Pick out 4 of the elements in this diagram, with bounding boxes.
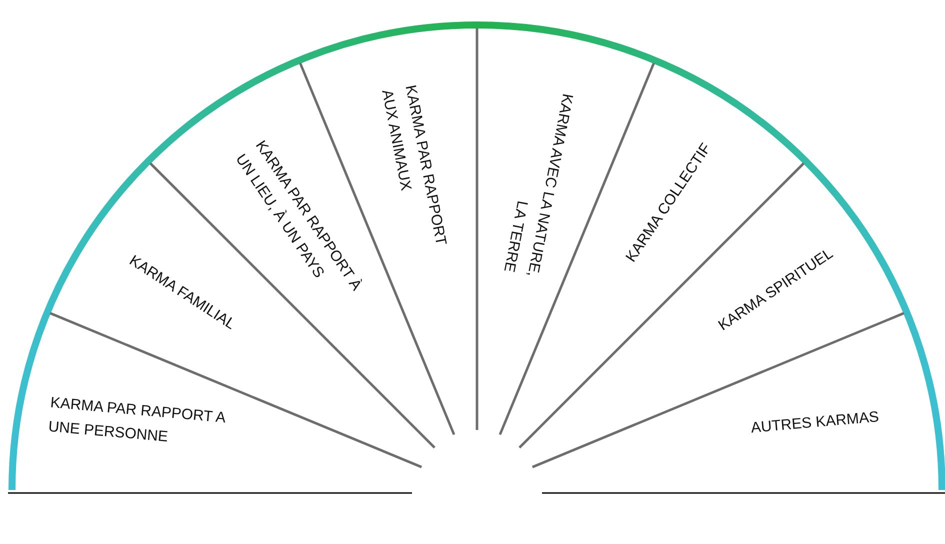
sector-label: KARMA PAR RAPPORT AUX ANIMAUX: [374, 83, 456, 270]
sector-label: AUTRES KARMAS: [734, 392, 898, 454]
sector-label: KARMA PAR RAPPORT A UNE PERSONNE: [46, 390, 230, 454]
sector-label: KARMA AVEC LA NATURE, LA TERRE: [496, 73, 582, 279]
